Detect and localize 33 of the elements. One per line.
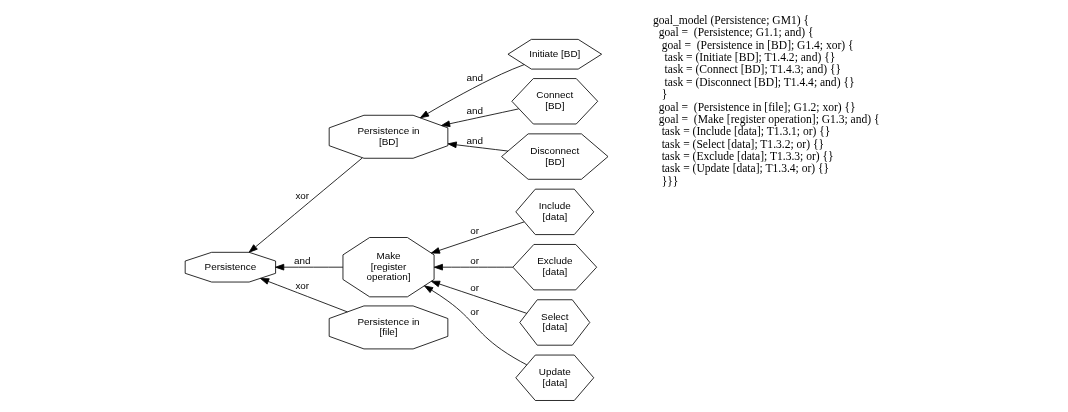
edge-label: and [293,255,311,267]
arrow [430,221,525,254]
edge-label: and [465,105,483,117]
edge-label: xor [294,190,309,202]
label: } [661,88,667,101]
label: task = (Exclude [data]; T1.3.3; or) {} [661,150,834,163]
edge-label: or [469,224,479,236]
arrow [423,285,527,366]
label: goal = (Persistence; G1.1; and) { [658,26,814,39]
arrow [259,278,348,313]
label: task = (Include [data]; T1.3.1; or) {} [661,125,830,138]
label: }}} [661,174,678,187]
label: task = (Connect [BD]; T1.4.3; and) {} [664,63,841,76]
label: task = (Select [data]; T1.3.2; or) {} [661,137,824,150]
arrow [440,108,519,128]
label: goal = (Persistence in [file]; G1.2; xor) {} [658,100,856,113]
edge-label: and [465,134,483,146]
edge-label: or [469,281,479,293]
arrow [419,64,525,119]
edge-label: or [469,255,479,267]
edge-label: or [469,305,479,317]
arrow [433,263,513,271]
label: task = (Update [data]; T1.3.4; or) {} [661,162,829,175]
label: task = (Disconnect [BD]; T1.4.4; and) {} [664,75,854,88]
edge-label: and [465,72,483,84]
label: goal = (Persistence in [BD]; G1.4; xor) { [661,38,854,51]
arrow [447,141,508,152]
arrow [430,280,527,314]
arrow [248,157,363,253]
label: goal_model (Persistence; GM1) { [652,13,809,26]
label: task = (Initiate [BD]; T1.4.2; and) {} [664,51,835,63]
edge-label: xor [294,280,309,292]
arrow [274,263,343,271]
